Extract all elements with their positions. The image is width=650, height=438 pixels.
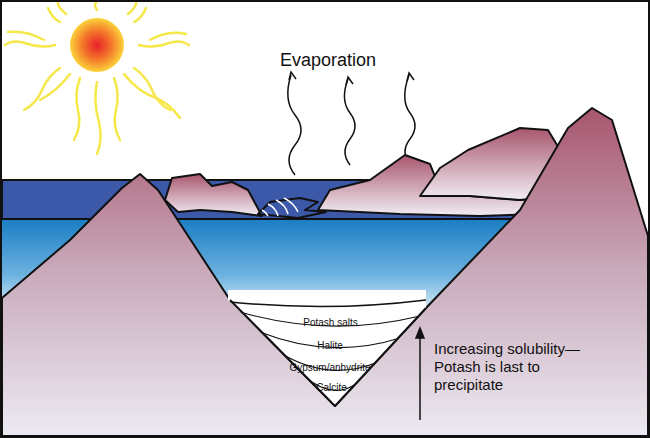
layer-name: Halite [317,340,343,351]
solubility-arrow [416,328,424,420]
layer-name: Calcite [316,382,347,393]
distant-hills [165,128,560,218]
evaporite-layers [220,290,430,410]
layer-name: Gypsum/anhydrite [289,362,370,373]
process-label: Evaporation [280,50,376,71]
layer-name: Potash salts [303,317,357,328]
annotation-note: Increasing solubility— Potash is last to… [434,340,584,394]
halite-layer: Halite [313,340,347,351]
potash-layer: Potash salts [299,317,362,328]
sun [5,0,189,154]
evaporation-arrows [288,72,415,175]
calcite-layer: Calcite [312,382,351,393]
ground [2,108,648,436]
gypsum-layer: Gypsum/anhydrite [285,362,375,373]
